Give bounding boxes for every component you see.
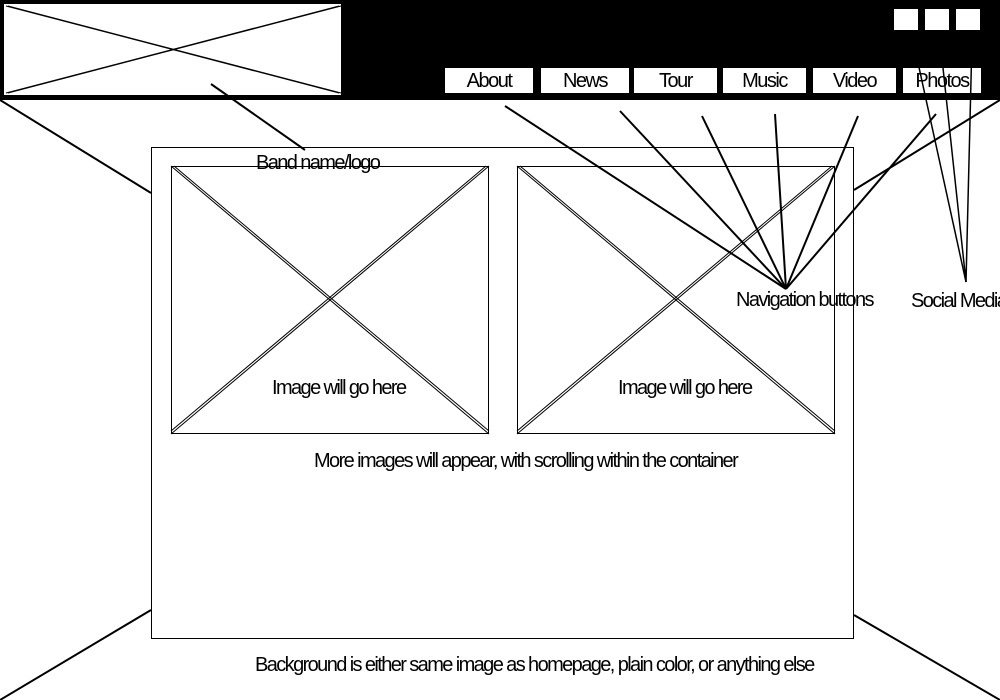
nav-button-video[interactable]: Video	[813, 68, 896, 93]
logo-annotation: Band name/logo	[256, 152, 381, 174]
social-media-icon-2[interactable]	[925, 9, 949, 30]
image-label-1: Image will go here	[272, 377, 407, 399]
background-annotation: Background is either same image as homep…	[255, 654, 815, 676]
social-media-icon-3[interactable]	[956, 9, 980, 30]
nav-button-news[interactable]: News	[541, 68, 629, 93]
nav-button-photos[interactable]: Photos	[903, 68, 981, 93]
nav-button-tour[interactable]: Tour	[634, 68, 717, 93]
band-logo-placeholder[interactable]	[4, 4, 341, 95]
nav-button-about[interactable]: About	[445, 68, 533, 93]
navigation-annotation: Navigation buttons	[736, 289, 874, 311]
image-label-2: Image will go here	[618, 377, 753, 399]
social-media-icon-1[interactable]	[894, 9, 918, 30]
nav-button-music[interactable]: Music	[723, 68, 806, 93]
social-media-annotation: Social Media	[911, 290, 1000, 312]
header-bar: About News Tour Music Video Photos	[0, 0, 1000, 100]
scrolling-annotation: More images will appear, with scrolling …	[314, 450, 739, 472]
